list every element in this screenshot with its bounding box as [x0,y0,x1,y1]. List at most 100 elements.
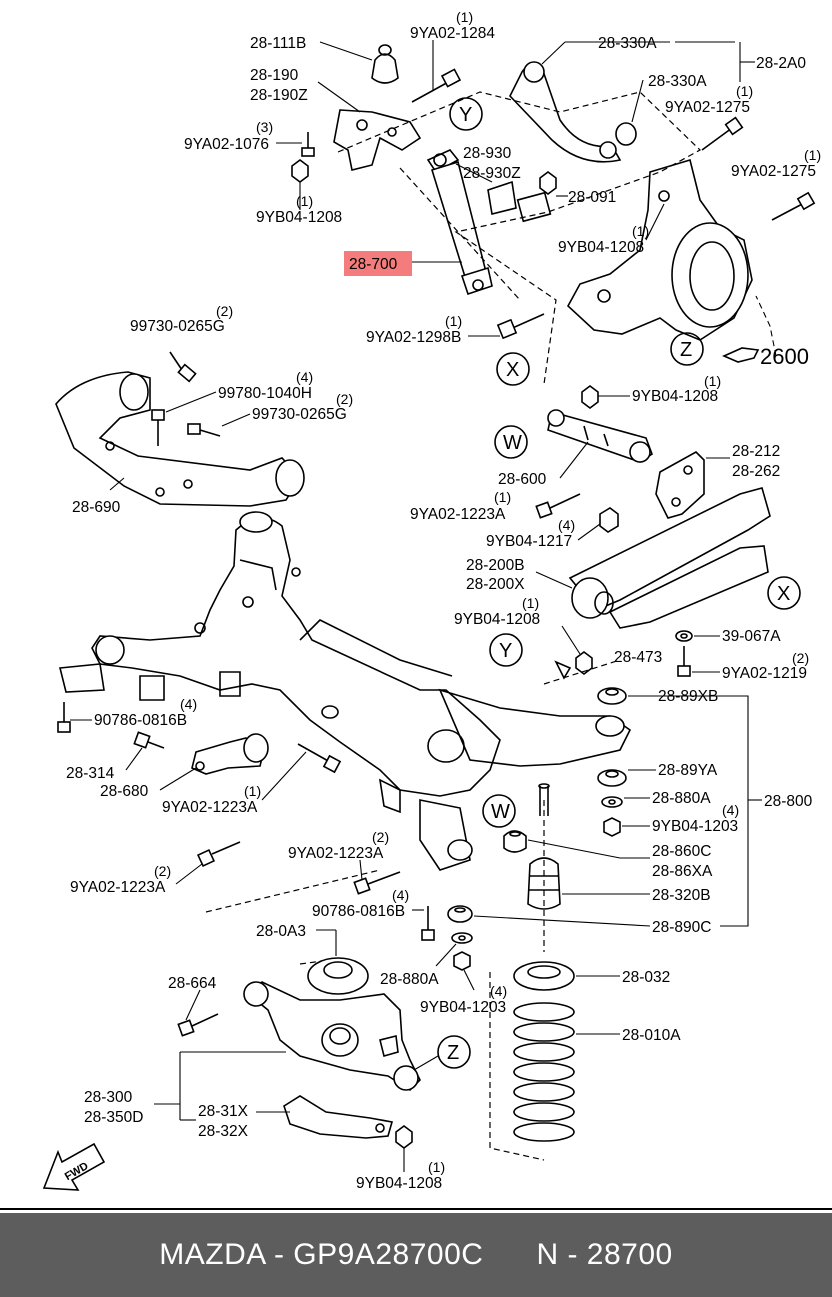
bolt-90786-0816b-a[interactable] [57,702,71,733]
bolt-9ya02-1223a-a[interactable] [535,493,581,519]
crossmember-subframe[interactable] [58,511,632,871]
label-9ya02-1223a-c: 9YA02-1223A [70,879,166,896]
qty-9yb04-1217: (4) [558,517,575,533]
nut-9yb04-1203-left[interactable] [453,951,471,971]
bolt-9ya02-1076[interactable] [301,132,315,157]
label-28-262: 28-262 [732,463,780,480]
nut-9yb04-1208-d[interactable] [554,651,593,680]
bump-stop-28-111b[interactable] [371,44,399,84]
label-9yb04-1208-e: 9YB04-1208 [356,1175,442,1192]
label-2600: 2600 [760,344,809,369]
damper-rod[interactable] [538,783,550,816]
qty-9ya02-1284: (1) [456,9,473,25]
bolt-90786-0816b-b[interactable] [421,906,435,941]
bolt-9ya02-1223a-c[interactable] [196,841,241,868]
callout-z-bottom: Z [437,1035,471,1069]
nut-9yb04-1208-a[interactable] [291,159,309,183]
footer-bar: MAZDA - GP9A28700C N - 28700 [0,1213,832,1297]
bolt-28-664[interactable] [177,1013,219,1037]
spring-seat-28-0a3[interactable] [307,957,369,995]
label-9ya02-1275-a: 9YA02-1275 [665,99,750,116]
toe-link-28-600[interactable] [547,409,653,463]
label-28-880a-left: 28-880A [380,971,439,988]
label-28-890c: 28-890C [652,919,711,936]
label-28-010a: 28-010A [622,1027,681,1044]
svg-text:X: X [506,359,519,381]
bumper-28-860c[interactable] [503,830,527,853]
nut-9yb04-1208-e[interactable] [395,1125,413,1149]
qty-9ya02-1298b: (1) [445,313,462,329]
bolt-9ya02-1284[interactable] [411,68,462,103]
label-28-190: 28-190 [250,67,299,84]
bolt-99730-0265g-a[interactable] [169,351,197,383]
bolt-9ya02-1275-b[interactable] [771,191,816,221]
bolt-9ya02-1223a-b[interactable] [297,743,342,774]
nut-28-091[interactable] [539,171,557,195]
label-28-350d: 28-350D [84,1109,143,1126]
label-9yb04-1203-left: 9YB04-1203 [420,999,506,1016]
qty-90786-0816b-b: (4) [392,887,409,903]
bolt-99780-1040h[interactable] [151,409,165,446]
label-9ya02-1076: 9YA02-1076 [184,136,269,153]
label-28-700[interactable]: 28-700 [349,256,398,273]
callout-w-mid: W [482,794,516,828]
qty-99730-0265g-a: (2) [216,303,233,319]
bolt-28-314[interactable] [133,731,165,749]
qty-90786-0816b-a: (4) [180,696,197,712]
label-9ya02-1298b: 9YA02-1298B [366,329,461,346]
washer-39-067a[interactable] [675,630,693,642]
shock-absorber-28-700[interactable] [426,149,493,296]
nut-9yb04-1203-right[interactable] [603,817,621,837]
footer-brand-part: MAZDA - GP9A28700C [159,1238,484,1271]
label-28-600: 28-600 [498,471,547,488]
nut-9yb04-1217[interactable] [599,507,619,533]
bolt-9ya02-1298b[interactable] [496,313,545,340]
bolt-9ya02-1223a-d[interactable] [353,871,401,895]
qty-9yb04-1208-d: (1) [522,595,539,611]
mount-28-89ya[interactable] [597,769,627,787]
label-28-300: 28-300 [84,1089,133,1106]
label-9ya02-1284: 9YA02-1284 [410,25,495,42]
label-28-31x: 28-31X [198,1103,249,1120]
label-28-320b: 28-320B [652,887,711,904]
lower-arm-plate-28-31x[interactable] [283,1095,394,1139]
mount-28-89xb[interactable] [597,687,627,705]
qty-99730-0265g-b: (2) [336,391,353,407]
label-9ya02-1223a-b: 9YA02-1223A [162,799,258,816]
label-28-89ya: 28-89YA [658,762,718,779]
mount-28-890c[interactable] [447,905,473,923]
upper-arm-28-2a0[interactable] [509,61,637,163]
label-9ya02-1223a-d: 9YA02-1223A [288,845,384,862]
trailing-link-28-200b[interactable] [568,487,771,629]
washer-28-880a-right[interactable] [601,796,623,808]
bolt-99730-0265g-b[interactable] [187,423,221,437]
label-9yb04-1208-b: 9YB04-1208 [558,239,644,256]
qty-9ya02-1275-b: (1) [804,147,821,163]
label-9ya02-1223a-a: 9YA02-1223A [410,506,506,523]
label-28-680: 28-680 [100,783,149,800]
bolt-9ya02-1219[interactable] [677,646,691,677]
knuckle-hub-2600[interactable] [566,158,753,341]
bracket-28-680[interactable] [191,733,269,775]
svg-text:Z: Z [680,339,692,361]
label-28-032: 28-032 [622,969,670,986]
washer-28-880a-left[interactable] [451,932,473,944]
bracket-28-212[interactable] [655,451,705,519]
nut-9yb04-1208-c[interactable] [581,385,599,409]
label-28-880a-right: 28-880A [652,790,711,807]
fwd-arrow-icon: FWD [42,1142,106,1191]
bolt-9ya02-1275-a[interactable] [701,116,744,151]
lower-control-arm-28-300[interactable] [243,981,421,1092]
rear-lower-arm-28-690[interactable] [55,371,305,507]
label-28-32x: 28-32X [198,1123,249,1140]
highlight-28-700 [344,251,412,276]
label-99730-0265g-b: 99730-0265G [252,406,347,423]
coil-spring-28-010a[interactable] [513,1002,575,1142]
callout-z-top: Z [670,332,704,366]
label-9yb04-1208-c: 9YB04-1208 [632,388,718,405]
spring-seat-28-032[interactable] [513,961,575,991]
dust-boot-28-930[interactable] [487,180,552,223]
shock-mount-bracket-28-190[interactable] [333,109,422,171]
qty-9ya02-1223a-a: (1) [494,489,511,505]
